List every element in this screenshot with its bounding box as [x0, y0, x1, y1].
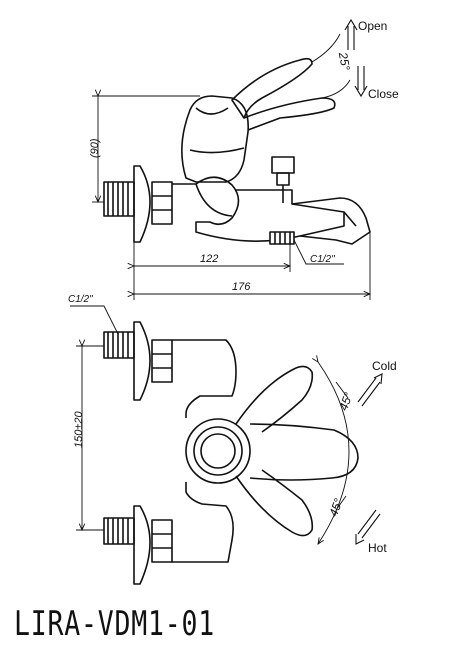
side-outlet-thread [269, 231, 295, 245]
top-dimensions [70, 305, 383, 544]
label-thread-outlet: C1/2" [310, 254, 335, 265]
top-cartridge-outer [185, 418, 251, 484]
label-dim-176: 176 [232, 281, 251, 293]
label-angle-hot: 45° [326, 496, 345, 518]
side-dimensions [92, 18, 370, 300]
top-view [103, 321, 359, 585]
side-diverter-button [271, 156, 295, 174]
label-close: Close [368, 87, 399, 101]
model-number: LIRA-VDM1-01 [14, 604, 215, 644]
side-inlet-thread [103, 181, 135, 217]
side-nut [151, 181, 173, 225]
side-lever [231, 57, 313, 119]
top-handle-middle [249, 423, 359, 481]
label-angle-cold: 45° [336, 390, 355, 412]
side-wall-flange [133, 165, 151, 243]
top-inlet-thread-upper [103, 331, 135, 359]
side-cartridge [181, 95, 249, 183]
label-dim-122: 122 [200, 253, 218, 265]
label-inlet-spacing: 150±20 [73, 410, 85, 448]
side-view [103, 57, 371, 245]
label-hot: Hot [368, 541, 387, 555]
top-handle-upper [235, 365, 314, 433]
top-inlet-thread-lower [103, 517, 135, 545]
label-cold: Cold [372, 359, 397, 373]
top-body [172, 339, 237, 563]
label-open: Open [358, 19, 387, 33]
label-height-dim: (90) [89, 138, 101, 158]
label-angle-lever: 25° [336, 50, 353, 71]
side-spout [291, 197, 371, 245]
label-thread-inlet: C1/2" [68, 294, 93, 305]
